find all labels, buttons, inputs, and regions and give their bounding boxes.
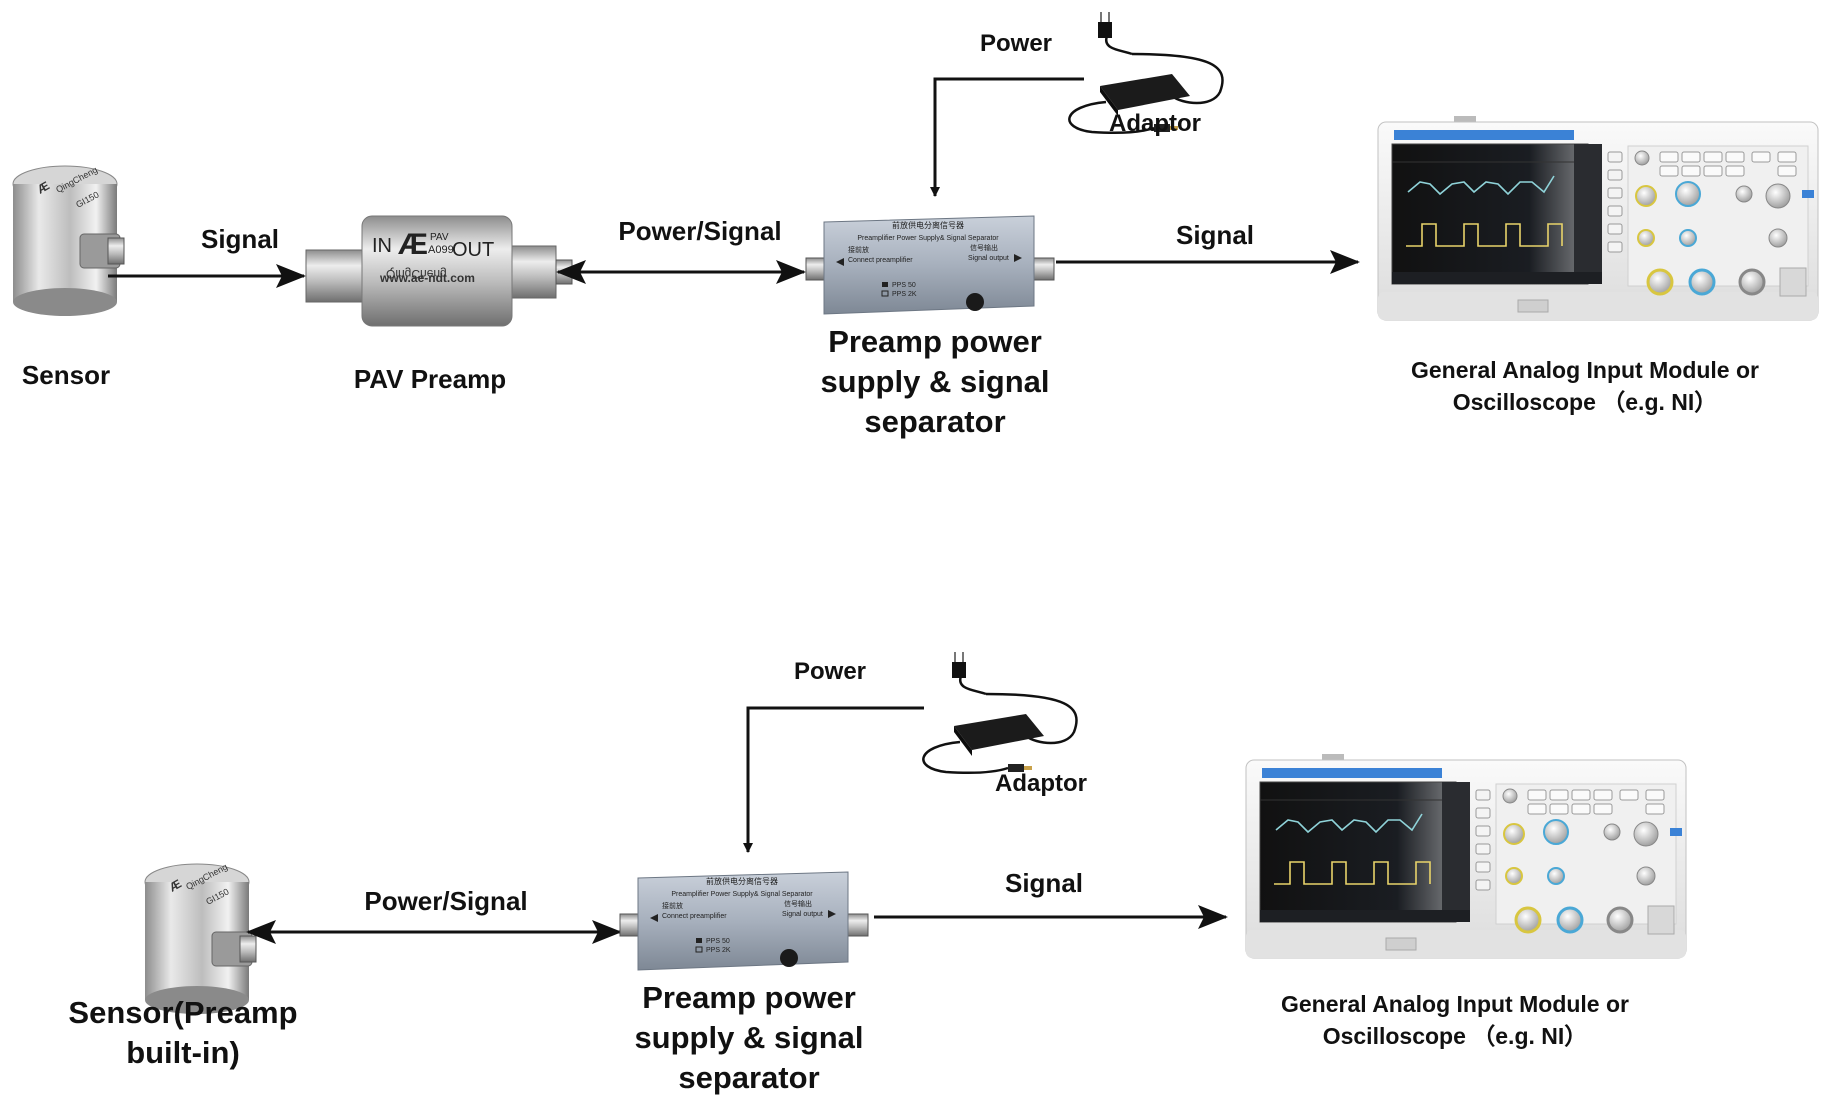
bottom-scope-label-line2: Oscilloscope （e.g. NI）: [1322, 1023, 1588, 1049]
sep-cn-left: 接前放: [848, 245, 869, 254]
top-adaptor-label: Adaptor: [1109, 110, 1201, 137]
preamp-url-mark: www.ae-ndt.com: [379, 271, 475, 285]
top-scope-label-line1: General Analog Input Module or: [1411, 357, 1759, 383]
bottom-power-label: Power: [793, 658, 867, 685]
separator-box-top: 前放供电分离信号器 Preamplifier Power Supply& Sig…: [805, 215, 1055, 315]
sep-cn-left-b: 接前放: [662, 901, 683, 910]
sep-cn-title-b: 前放供电分离信号器: [706, 876, 778, 886]
top-signal-label-2: Signal: [1175, 220, 1254, 250]
adaptor-image-bottom: [922, 650, 1078, 775]
top-signal-label-1: Signal: [200, 224, 279, 254]
pav-preamp-image: IN Æ PAV A099 OUT QingCheng www.ae-ndt.c…: [305, 215, 573, 327]
sep-en-title-b: Preamplifier Power Supply& Signal Separa…: [671, 891, 813, 898]
sep-en-left: Connect preamplifier: [848, 257, 913, 264]
top-separator-label: Preamp power supply & signal separator: [820, 324, 1050, 439]
sep-pps2k-b: PPS 2K: [706, 947, 731, 954]
sensor-image-bottom: [144, 863, 257, 1015]
preamp-brand-mark: QingCheng: [386, 267, 447, 281]
oscilloscope-bottom: [1244, 752, 1688, 960]
sep-en-right: Signal output: [968, 255, 1009, 262]
top-power-label: Power: [979, 30, 1053, 57]
oscilloscope-top: [1376, 114, 1820, 322]
bottom-scope-label-line1: General Analog Input Module or: [1281, 991, 1629, 1017]
bottom-row: QingCheng GI150 前放供电分离信号器 Preamplifier P…: [144, 650, 1688, 1015]
sep-en-left-b: Connect preamplifier: [662, 913, 727, 920]
bottom-scope-label: General Analog Input Module or Oscillosc…: [1250, 988, 1660, 1052]
sep-pps50: PPS 50: [892, 282, 916, 289]
power-line-top: [930, 77, 1084, 197]
preamp-number-mark: A099: [428, 244, 454, 256]
top-sensor-label: Sensor: [21, 360, 111, 390]
sep-en-right-b: Signal output: [782, 911, 823, 918]
separator-box-bottom: 前放供电分离信号器 Preamplifier Power Supply& Sig…: [619, 871, 869, 971]
preamp-model-mark: PAV: [430, 232, 449, 243]
bottom-signal-label: Signal: [1004, 868, 1083, 898]
top-scope-label-line2: Oscilloscope （e.g. NI）: [1452, 389, 1718, 415]
sep-cn-title: 前放供电分离信号器: [892, 220, 964, 230]
bottom-adaptor-label: Adaptor: [995, 770, 1087, 797]
sep-cn-right: 信号输出: [970, 243, 998, 252]
preamp-in-mark: IN: [372, 235, 392, 257]
power-line-bottom: [743, 706, 924, 853]
bottom-sensor-label: Sensor(Preamp built-in): [68, 995, 298, 1070]
sep-pps2k: PPS 2K: [892, 291, 917, 298]
preamp-logo-mark: Æ: [398, 228, 428, 261]
sep-pps50-b: PPS 50: [706, 938, 730, 945]
sep-cn-right-b: 信号输出: [784, 899, 812, 908]
top-row: QingCheng GI150 IN Æ PAV A099 OUT QingCh…: [12, 10, 1820, 327]
top-power-signal-label: Power/Signal: [618, 216, 782, 246]
top-preamp-label: PAV Preamp: [353, 364, 507, 394]
sep-en-title: Preamplifier Power Supply& Signal Separa…: [857, 235, 999, 242]
bottom-separator-label: Preamp power supply & signal separator: [634, 980, 864, 1095]
preamp-out-mark: OUT: [452, 239, 494, 261]
top-scope-label: General Analog Input Module or Oscillosc…: [1380, 354, 1790, 418]
bottom-power-signal-label: Power/Signal: [364, 886, 528, 916]
